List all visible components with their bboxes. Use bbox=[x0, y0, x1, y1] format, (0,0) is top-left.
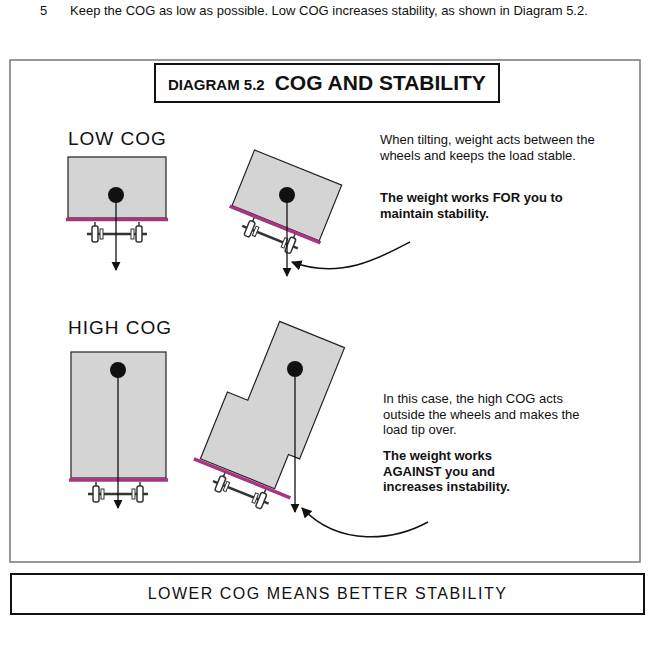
item-number: 5 bbox=[40, 3, 60, 19]
diagram-frame bbox=[10, 60, 640, 562]
box-text: LOWER COG MEANS BETTER STABILITY bbox=[148, 585, 508, 603]
high-cog-upright bbox=[69, 352, 168, 508]
summary-box: LOWER COG MEANS BETTER STABILITY bbox=[10, 573, 645, 615]
box-text: DIAGRAM 5.2 bbox=[168, 76, 265, 93]
case-heading: HIGH COG bbox=[68, 317, 268, 340]
case-heading: LOW COG bbox=[68, 128, 268, 151]
low-cog-upright bbox=[66, 157, 168, 270]
emphasis-note: The weight works FOR you to maintain sta… bbox=[380, 190, 580, 221]
explanation-note: In this case, the high COG acts outside … bbox=[383, 391, 583, 438]
explanation-note: When tilting, weight acts between the wh… bbox=[380, 132, 605, 163]
intro-text: Keep the COG as low as possible. Low COG… bbox=[70, 3, 610, 19]
title-box: DIAGRAM 5.2 COG AND STABILITY bbox=[154, 63, 500, 103]
emphasis-note: The weight works AGAINST you and increas… bbox=[383, 448, 533, 495]
box-text: COG AND STABILITY bbox=[275, 71, 486, 95]
